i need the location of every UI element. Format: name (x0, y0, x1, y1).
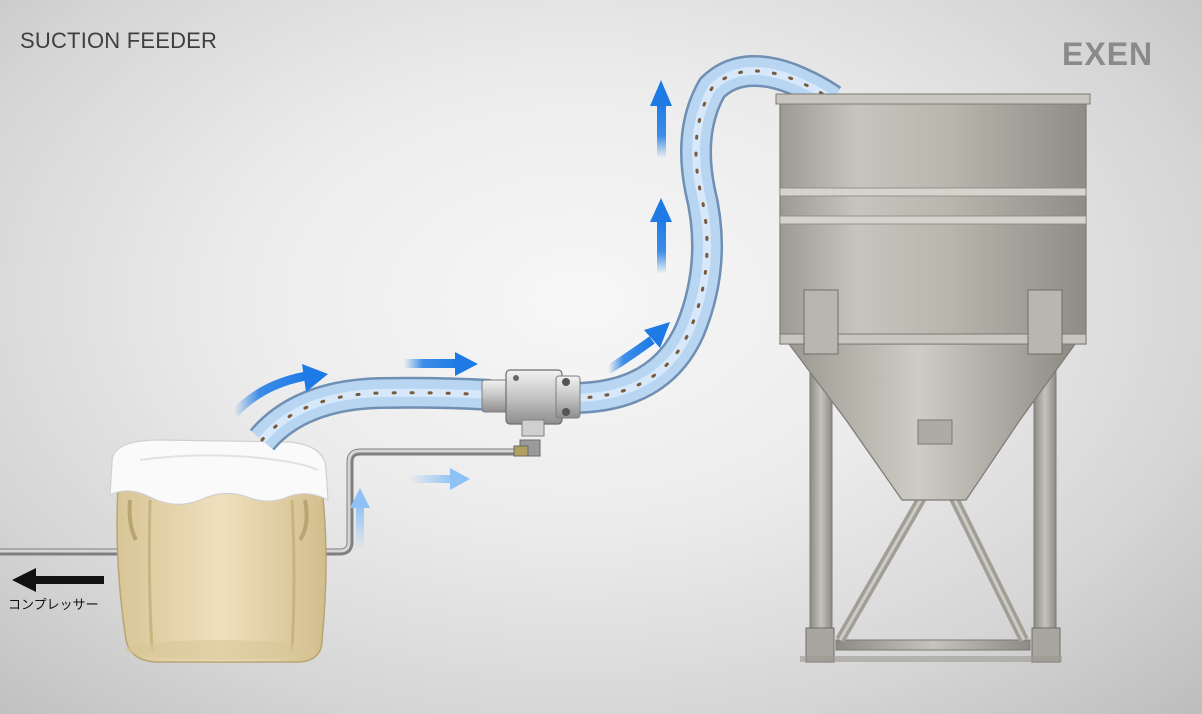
arrow-icon (408, 468, 470, 490)
receiving-hopper (775, 93, 1091, 663)
bulk-bag (116, 487, 327, 663)
logo-text-right: EN (1106, 36, 1154, 72)
page-title: SUCTION FEEDER (20, 28, 218, 53)
bag-cover-sheet (109, 439, 329, 505)
arrow-icon (350, 488, 370, 549)
arrow-icon (605, 322, 670, 374)
flow-arrows-suction (230, 80, 672, 418)
arrow-left-icon (12, 568, 104, 592)
compressor-label: コンプレッサー (8, 598, 99, 613)
arrow-icon (650, 80, 672, 158)
suction-hose-inlet (249, 376, 492, 451)
arrow-icon (230, 364, 328, 418)
logo-text-left: EX (1062, 36, 1107, 72)
arrow-icon (404, 352, 478, 376)
arrow-icon (650, 198, 672, 274)
transport-hose (570, 54, 842, 414)
flow-arrows-compressed-air (350, 468, 470, 549)
compressor-air-pipe (0, 448, 524, 556)
brand-logo: EXEN (1062, 36, 1153, 73)
ejector-valve-icon (481, 369, 581, 457)
